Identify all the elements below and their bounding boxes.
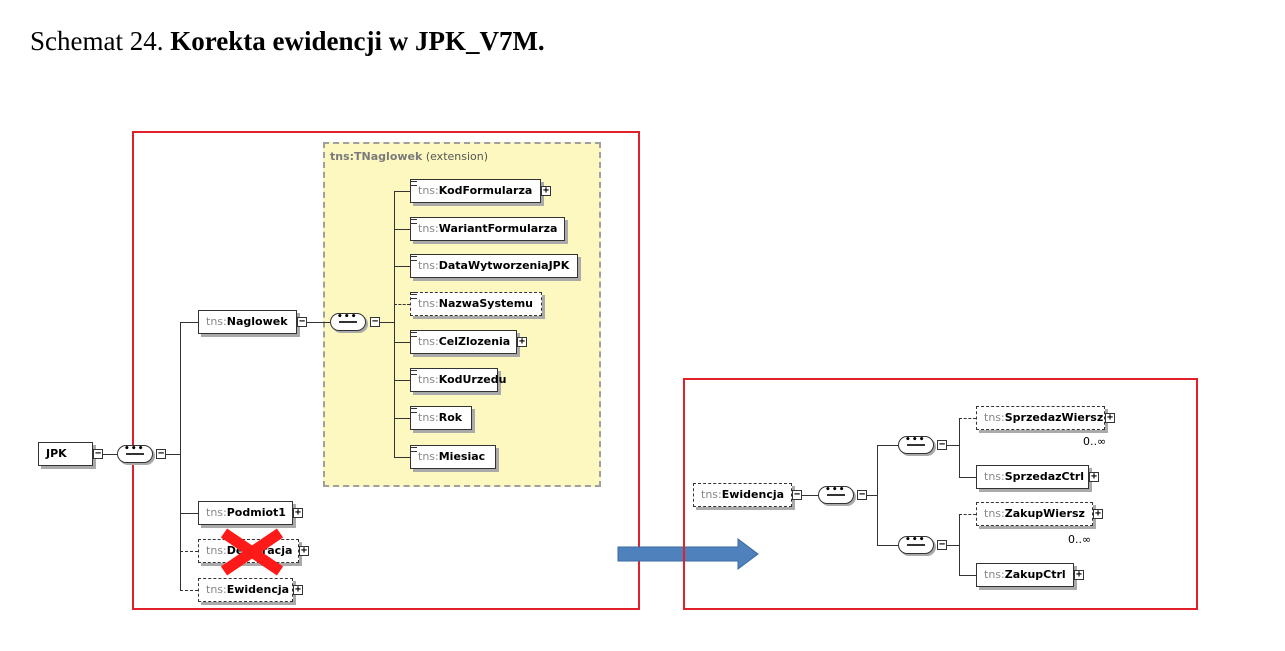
celzlozenia-node[interactable]: tns:CelZlozenia [410, 330, 517, 354]
expand-icon[interactable]: + [541, 185, 551, 196]
title-bold: Korekta ewidencji w JPK_V7M. [170, 26, 545, 56]
sequence-icon [117, 444, 153, 463]
collapse-icon[interactable]: − [792, 489, 802, 500]
kodformularza-node[interactable]: tns:KodFormularza [410, 179, 541, 203]
expand-icon[interactable]: + [293, 584, 303, 595]
zakupwiersz-node[interactable]: tns:ZakupWiersz [976, 502, 1093, 526]
datawytworzeniajpk-node[interactable]: tns:DataWytworzeniaJPK [410, 254, 578, 278]
collapse-icon[interactable]: − [93, 448, 103, 459]
right-frame [683, 378, 1198, 610]
sequence-icon [330, 312, 366, 331]
collapse-icon[interactable]: − [156, 448, 166, 459]
left-frame [132, 131, 640, 610]
sprzedazctrl-node[interactable]: tns:SprzedazCtrl [976, 465, 1089, 489]
extension-label: tns:TNaglowek (extension) [330, 150, 489, 163]
rok-node[interactable]: tns:Rok [410, 406, 472, 430]
zakupctrl-node[interactable]: tns:ZakupCtrl [976, 563, 1074, 587]
expand-icon[interactable]: + [517, 336, 527, 347]
expand-icon[interactable]: + [1105, 412, 1115, 423]
kodurzedu-node[interactable]: tns:KodUrzedu [410, 368, 506, 392]
collapse-icon[interactable]: − [297, 316, 307, 327]
removed-cross-icon [220, 528, 284, 576]
expand-icon[interactable]: + [299, 545, 309, 556]
sequence-icon [898, 535, 934, 554]
cardinality-label: 0..∞ [1083, 435, 1107, 448]
sequence-icon [898, 435, 934, 454]
nazwasystemu-node[interactable]: tns:NazwaSystemu [410, 292, 542, 316]
collapse-icon[interactable]: − [370, 316, 380, 327]
ewidencja-node[interactable]: tns:Ewidencja [198, 578, 293, 602]
ewidencja-expanded-node[interactable]: tns:Ewidencja [693, 483, 792, 507]
collapse-icon[interactable]: − [937, 539, 947, 550]
sprzedazwiersz-node[interactable]: tns:SprzedazWiersz [976, 406, 1105, 430]
expand-icon[interactable]: + [293, 507, 303, 518]
sequence-icon [818, 485, 854, 504]
naglowek-node[interactable]: tns:Naglowek [198, 310, 297, 334]
arrow-icon [617, 538, 759, 570]
miesiac-node[interactable]: tns:Miesiac [410, 445, 496, 469]
expand-icon[interactable]: + [1089, 471, 1099, 482]
page-title: Schemat 24. Korekta ewidencji w JPK_V7M. [30, 26, 545, 57]
collapse-icon[interactable]: − [857, 489, 867, 500]
jpk-node[interactable]: JPK [38, 442, 93, 466]
podmiot1-node[interactable]: tns:Podmiot1 [198, 501, 293, 525]
title-prefix: Schemat 24. [30, 26, 171, 56]
expand-icon[interactable]: + [1074, 569, 1084, 580]
wariantformularza-node[interactable]: tns:WariantFormularza [410, 217, 565, 241]
expand-icon[interactable]: + [1093, 508, 1103, 519]
collapse-icon[interactable]: − [937, 439, 947, 450]
cardinality-label: 0..∞ [1068, 533, 1092, 546]
